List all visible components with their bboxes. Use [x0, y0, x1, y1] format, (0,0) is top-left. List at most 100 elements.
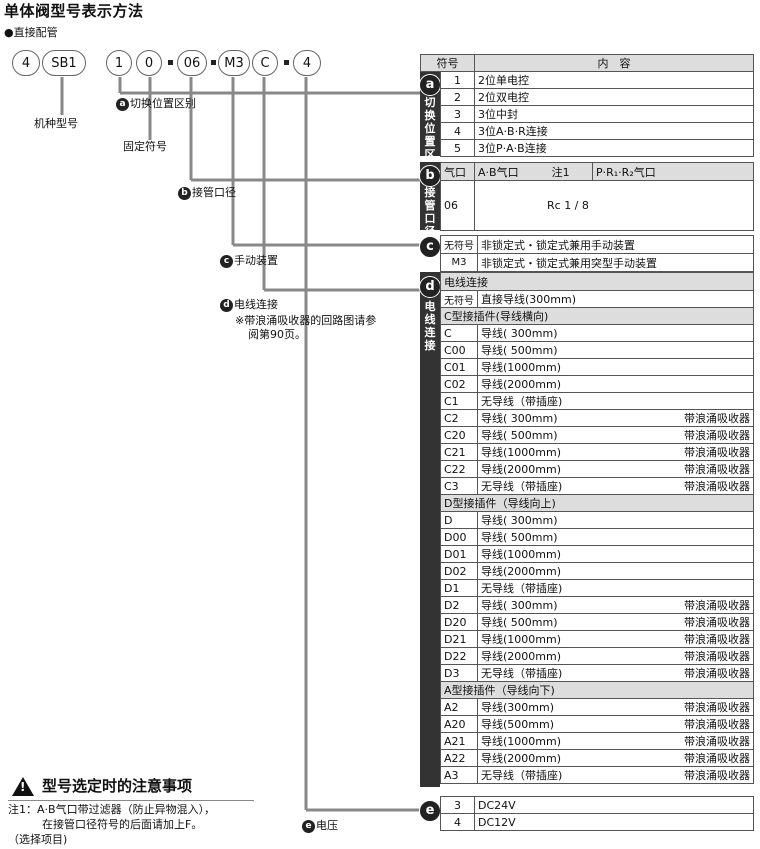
- b-h2: A·B气口 注1: [474, 162, 593, 181]
- row-code: 4: [440, 122, 475, 140]
- row-text: 导线(1000mm): [477, 732, 648, 750]
- row-extra: [647, 375, 754, 393]
- row-extra: [647, 579, 754, 597]
- row-extra: [647, 545, 754, 563]
- warning-title: !型号选定时的注意事项: [12, 775, 192, 796]
- row-text: 无导线（带插座): [477, 766, 648, 784]
- b-value: Rc 1 / 8: [474, 180, 754, 231]
- letter-e-icon: e: [302, 819, 315, 833]
- row-extra: 带浪涌吸收器: [647, 613, 754, 631]
- row-text: 导线( 300mm): [477, 511, 648, 529]
- row-code: 1: [440, 71, 475, 89]
- wiring-note-2: 阅第90页。: [248, 328, 306, 341]
- row-text: 无导线（带插座): [477, 392, 648, 410]
- subtitle: ●直接配管: [4, 26, 58, 39]
- row-extra: 带浪涌吸收器: [647, 443, 754, 461]
- row-code: C20: [440, 426, 478, 444]
- row-code: C22: [440, 460, 478, 478]
- row-code: D20: [440, 613, 478, 631]
- row-extra: 带浪涌吸收器: [647, 715, 754, 733]
- row-code: A2: [440, 698, 478, 716]
- row-code: C21: [440, 443, 478, 461]
- row-code: C3: [440, 477, 478, 495]
- row-code: D21: [440, 630, 478, 648]
- code-part-manual: M3: [218, 50, 250, 76]
- row-code: 无符号: [440, 290, 478, 308]
- row-extra: 带浪涌吸收器: [647, 766, 754, 784]
- row-extra: 带浪涌吸收器: [647, 596, 754, 614]
- table-row: 无符号非锁定式・锁定式兼用手动装置: [440, 235, 754, 254]
- row-text: DC24V: [474, 796, 754, 814]
- b-h1: 气口: [440, 162, 475, 181]
- row-extra: 带浪涌吸收器: [647, 630, 754, 648]
- row-text: 导线( 500mm): [477, 613, 648, 631]
- row-extra: 带浪涌吸收器: [647, 698, 754, 716]
- row-extra: [647, 392, 754, 410]
- row-text: 无导线（带插座): [477, 579, 648, 597]
- row-code: M3: [440, 253, 478, 272]
- code-part-fixed: 0: [136, 50, 162, 76]
- row-text: 无导线（带插座): [477, 664, 648, 682]
- row-extra: [647, 511, 754, 529]
- row-text: 导线(2000mm): [477, 375, 648, 393]
- section-b-table: 气口 A·B气口 注1 P·R₁·R₂气口 06 Rc 1 / 8: [440, 162, 754, 231]
- code-part-wiring: C: [252, 50, 278, 76]
- group-title: 电线连接: [440, 272, 754, 291]
- row-code: A20: [440, 715, 478, 733]
- page-title: 单体阀型号表示方法: [4, 2, 144, 20]
- row-code: D: [440, 511, 478, 529]
- group-title: D型接插件（导线向上): [440, 494, 754, 512]
- code-separator: [211, 60, 216, 65]
- letter-c-icon: c: [220, 254, 233, 268]
- warning-note-1: 注1：A·B气口带过滤器（防止异物混入），: [8, 803, 216, 816]
- warning-note-3: （选择项目): [8, 833, 68, 846]
- group-header: C型接插件(导线横向): [440, 307, 754, 325]
- row-code: A3: [440, 766, 478, 784]
- row-extra: [647, 324, 754, 342]
- row-code: A21: [440, 732, 478, 750]
- row-text: 导线(2000mm): [477, 562, 648, 580]
- header-symbol: 符号: [420, 54, 475, 72]
- label-machine-model: 机种型号: [34, 117, 78, 130]
- code-part-series: 4: [12, 50, 40, 76]
- row-extra: [647, 341, 754, 359]
- row-text: 导线(2000mm): [477, 749, 648, 767]
- row-text: DC12V: [474, 813, 754, 831]
- row-code: 无符号: [440, 235, 478, 254]
- row-text: 直接导线(300mm): [477, 290, 754, 308]
- row-extra: 带浪涌吸收器: [647, 749, 754, 767]
- group-header: A型接插件（导线向下): [440, 681, 754, 699]
- table-row: 无符号直接导线(300mm): [440, 290, 754, 308]
- row-extra: 带浪涌吸收器: [647, 664, 754, 682]
- row-text: 导线( 500mm): [477, 528, 648, 546]
- row-text: 导线(300mm): [477, 698, 648, 716]
- row-extra: 带浪涌吸收器: [647, 426, 754, 444]
- section-d-bar: [420, 272, 440, 787]
- code-separator: [284, 60, 289, 65]
- row-code: A22: [440, 749, 478, 767]
- row-code: 2: [440, 88, 475, 106]
- row-code: C00: [440, 341, 478, 359]
- group-header: D型接插件（导线向上): [440, 494, 754, 512]
- table-header: 符号 内 容: [420, 54, 754, 72]
- row-code: D02: [440, 562, 478, 580]
- row-code: C02: [440, 375, 478, 393]
- letter-b-icon: b: [178, 186, 191, 200]
